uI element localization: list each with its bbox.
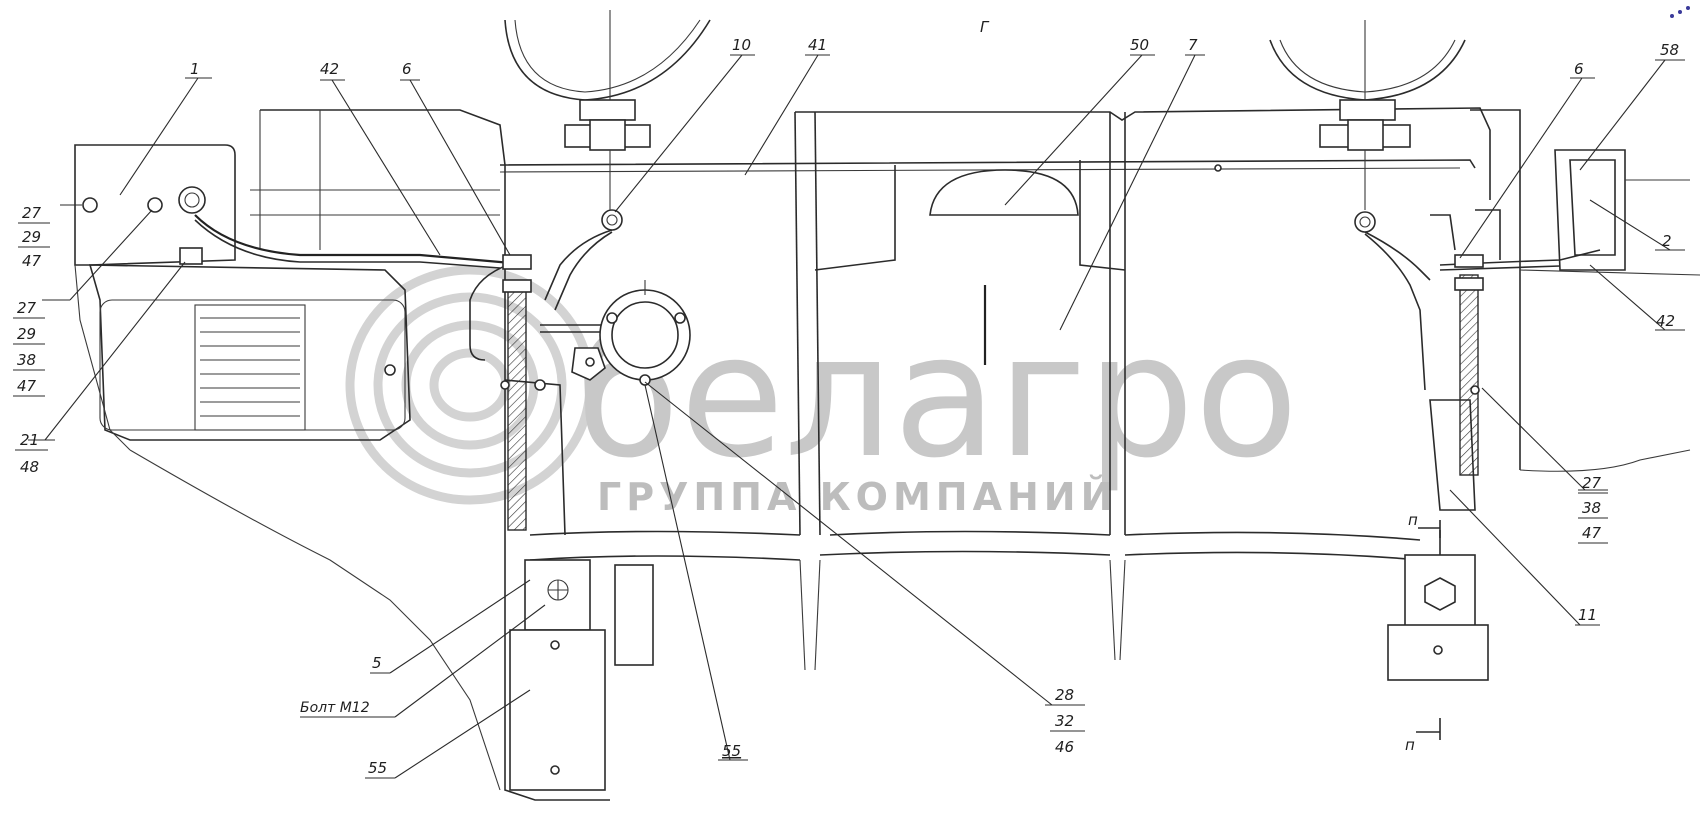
callout-11: 11 bbox=[1578, 606, 1597, 624]
watermark: белагро ГРУППА КОМПАНИЙ bbox=[345, 265, 1299, 519]
stack-item: 29 bbox=[22, 228, 41, 246]
central-panels bbox=[504, 111, 1421, 671]
callout-2: 2 bbox=[1662, 232, 1672, 250]
callout-6-right: 6 bbox=[1574, 60, 1584, 78]
callout-10: 10 bbox=[732, 36, 751, 54]
stack-right: 27 38 47 bbox=[1578, 474, 1608, 544]
callout-50: 50 bbox=[1130, 36, 1149, 54]
callout-1: 1 bbox=[190, 60, 200, 78]
stack-item: 46 bbox=[1055, 738, 1074, 756]
stack-item: 21 bbox=[20, 431, 39, 449]
callout-41: 41 bbox=[808, 36, 827, 54]
mounting-plate bbox=[509, 629, 606, 791]
label-plate-lines bbox=[200, 317, 300, 417]
right-lower-bracket bbox=[1387, 530, 1489, 681]
callout-42-left: 42 bbox=[320, 60, 339, 78]
hex-nut-icon bbox=[1424, 577, 1456, 611]
bolt-head-icon bbox=[82, 197, 98, 213]
right-bracket bbox=[1429, 109, 1521, 511]
lamp-eye-icon bbox=[1354, 211, 1376, 233]
callout-7: 7 bbox=[1188, 36, 1198, 54]
right-work-lamp bbox=[1269, 20, 1466, 233]
section-mark-label: п bbox=[1408, 511, 1418, 529]
stack-item: 29 bbox=[17, 325, 36, 343]
stack-item: 27 bbox=[22, 204, 42, 222]
section-mark-bottom: п bbox=[1405, 718, 1441, 754]
stack-item: 38 bbox=[1582, 499, 1601, 517]
bolt-head-icon bbox=[147, 197, 163, 213]
right-housing bbox=[1519, 149, 1700, 472]
frame-upper bbox=[250, 107, 1491, 250]
cable-clamp-icon bbox=[179, 247, 203, 265]
stack-item: 47 bbox=[1582, 524, 1602, 542]
lamp-eye-icon bbox=[601, 209, 623, 231]
stack-item: 47 bbox=[17, 377, 37, 395]
left-lower-bracket bbox=[504, 535, 654, 801]
left-bracket bbox=[500, 254, 566, 536]
stack-left-mid: 27 29 38 47 bbox=[13, 299, 45, 397]
stack-item: 27 bbox=[17, 299, 37, 317]
reflector-dome-icon bbox=[929, 169, 1079, 216]
left-housing bbox=[74, 144, 501, 791]
section-mark-label: п bbox=[1405, 736, 1415, 754]
callout-55-left: 55 bbox=[368, 759, 387, 777]
watermark-brand: белагро bbox=[575, 298, 1299, 496]
callout-42-right: 42 bbox=[1656, 312, 1675, 330]
stack-item: 48 bbox=[20, 458, 39, 476]
stack-item: 32 bbox=[1055, 712, 1074, 730]
stack-item: 28 bbox=[1055, 686, 1074, 704]
stack-item: 47 bbox=[22, 252, 42, 270]
section-mark-top: п bbox=[1408, 511, 1441, 538]
socket-assembly bbox=[540, 280, 691, 386]
callout-58: 58 bbox=[1660, 41, 1679, 59]
callouts: 1 42 6 10 41 50 7 6 58 2 42 11 5 Болт М1… bbox=[190, 36, 1679, 777]
callout-6-left: 6 bbox=[402, 60, 412, 78]
stack-center: 28 32 46 bbox=[1050, 686, 1085, 756]
callout-bolt: Болт М12 bbox=[300, 700, 370, 716]
wiring-harness bbox=[194, 214, 1601, 391]
stack-left-bot: 21 48 bbox=[15, 431, 48, 476]
callout-5: 5 bbox=[372, 654, 382, 672]
leader-lines bbox=[28, 54, 1685, 779]
stack-item: 27 bbox=[1582, 474, 1602, 492]
view-label: Г bbox=[980, 18, 990, 36]
watermark-tagline: ГРУППА КОМПАНИЙ bbox=[597, 475, 1117, 519]
corner-mark bbox=[1670, 6, 1690, 18]
socket-icon bbox=[599, 289, 691, 381]
left-work-lamp bbox=[504, 10, 711, 231]
callout-55-underlined: 55 bbox=[722, 742, 741, 760]
stack-item: 38 bbox=[17, 351, 36, 369]
stack-left-top: 27 29 47 bbox=[18, 204, 50, 270]
grommet-icon bbox=[1454, 254, 1484, 268]
grommet-icon bbox=[178, 186, 206, 214]
grommet-icon bbox=[502, 254, 532, 270]
